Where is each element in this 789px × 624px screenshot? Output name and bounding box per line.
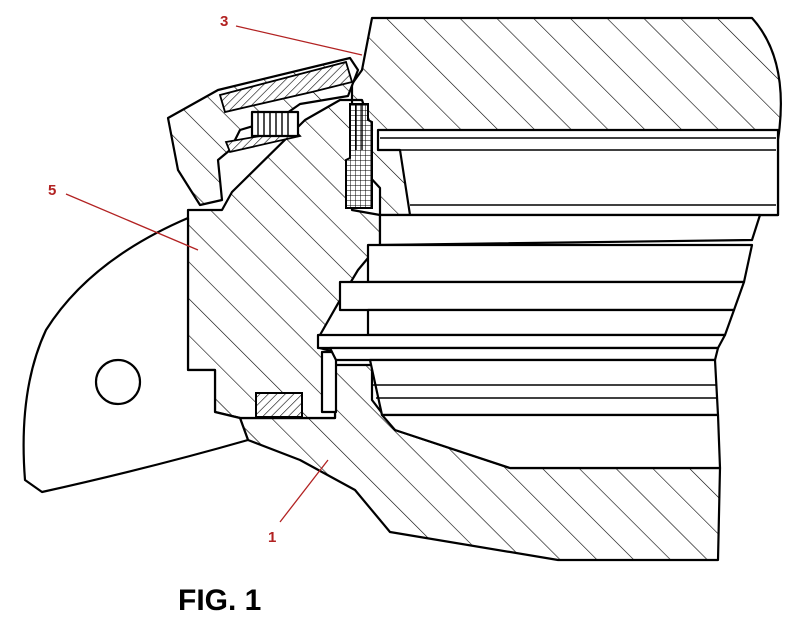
ribbed-insert — [250, 110, 300, 138]
wedge-seal-strip — [218, 60, 354, 114]
reference-numeral-5: 5 — [48, 182, 56, 199]
leader-5 — [65, 193, 199, 251]
upper-bore-face — [376, 128, 780, 217]
vertical-fastener — [345, 103, 373, 209]
reference-numeral-3: 3 — [220, 13, 228, 30]
lever-arm — [22, 216, 250, 494]
leader-1 — [279, 459, 329, 523]
leader-3 — [235, 25, 363, 56]
pivot-hole — [94, 358, 142, 406]
reference-numeral-1: 1 — [268, 529, 276, 546]
figure-caption: FIG. 1 — [178, 584, 261, 617]
lower-seat — [320, 350, 338, 414]
lower-seal-block — [255, 392, 303, 418]
inner-bore-rings — [316, 213, 762, 470]
